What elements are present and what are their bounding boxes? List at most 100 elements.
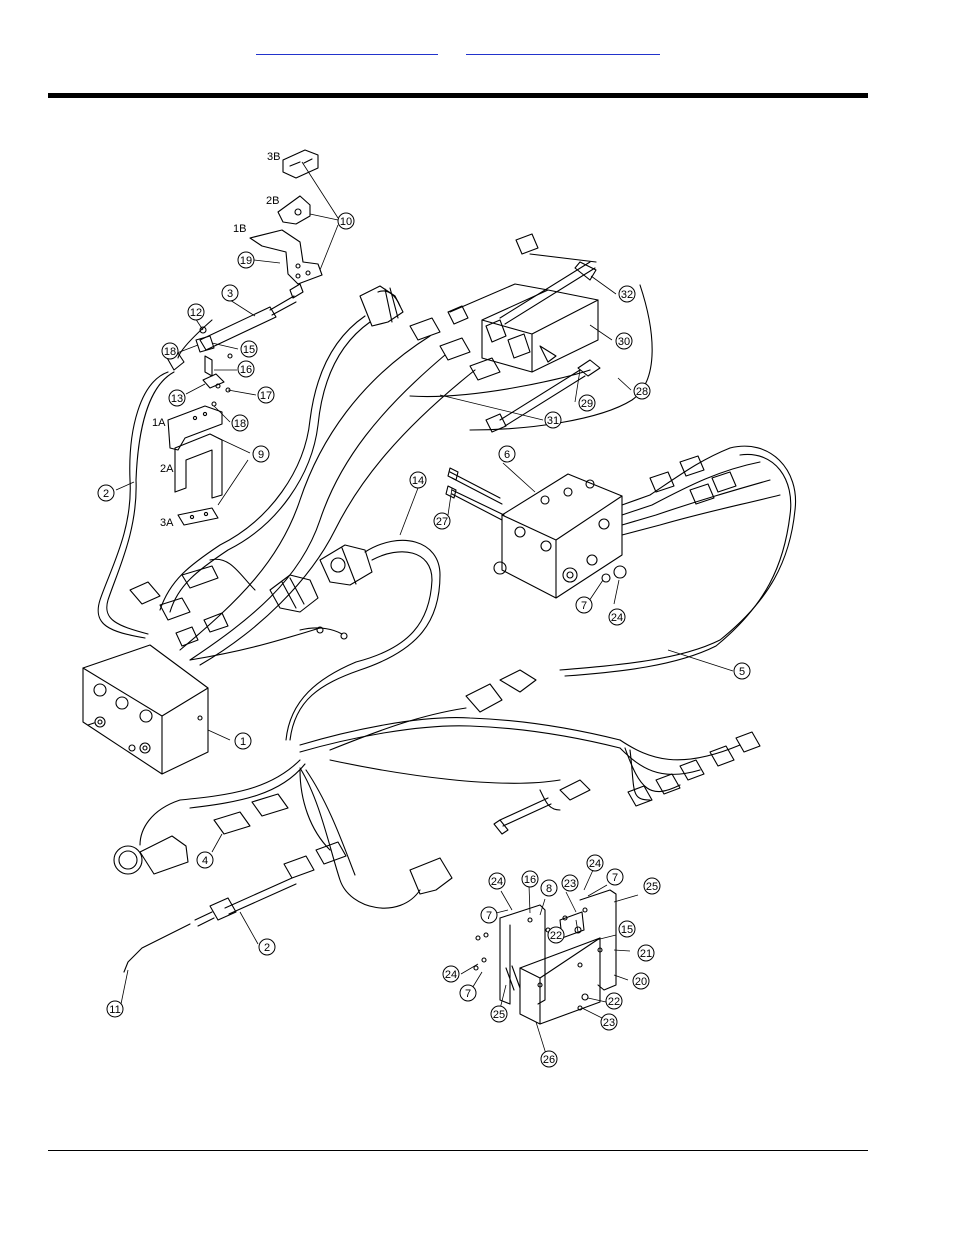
callout-number: 2 [264, 942, 270, 954]
callout-16: 16 [521, 870, 539, 888]
callout-circle [605, 992, 623, 1010]
callout-number: 26 [543, 1054, 555, 1066]
callout-7: 7 [480, 906, 498, 924]
callout-18: 18 [161, 342, 179, 360]
callout-circle [161, 342, 179, 360]
callout-circle [575, 596, 593, 614]
footer-rule [48, 1150, 868, 1151]
callout-circle [187, 303, 205, 321]
header-link-left[interactable] [256, 38, 438, 55]
callout-circle [521, 870, 539, 888]
callout-number: 1 [240, 736, 246, 748]
callout-number: 7 [612, 872, 618, 884]
callout-circle [540, 879, 558, 897]
sub-label-3b: 3B [267, 151, 280, 163]
callout-circle [578, 394, 596, 412]
callout-number: 3 [227, 288, 233, 300]
callout-8: 8 [540, 879, 558, 897]
callout-circle [643, 877, 661, 895]
drawing-linework [82, 149, 797, 1025]
callout-number: 22 [550, 930, 562, 942]
callout-circle [258, 938, 276, 956]
callout-number: 4 [202, 855, 208, 867]
callout-circle [600, 1013, 618, 1031]
callout-number: 2 [103, 488, 109, 500]
callout-22: 22 [547, 926, 565, 944]
callout-number: 11 [109, 1004, 120, 1016]
callout-3: 3 [221, 284, 239, 302]
callout-7: 7 [459, 984, 477, 1002]
callout-number: 23 [603, 1017, 615, 1029]
callout-number: 23 [564, 878, 576, 890]
callout-number: 24 [589, 858, 601, 870]
callout-19: 19 [237, 251, 255, 269]
callout-13: 13 [168, 389, 186, 407]
callout-27: 27 [433, 512, 451, 530]
callout-circle [234, 732, 252, 750]
callout-number: 5 [739, 666, 745, 678]
callout-21: 21 [637, 944, 655, 962]
callout-circle [221, 284, 239, 302]
callout-number: 17 [260, 390, 272, 402]
callout-number: 15 [243, 344, 255, 356]
callout-circle [561, 874, 579, 892]
sub-label-2a: 2A [160, 463, 174, 475]
callout-circle [498, 445, 516, 463]
callout-32: 32 [618, 285, 636, 303]
callout-circle [540, 1050, 558, 1068]
callout-number: 16 [524, 874, 536, 886]
sub-label-2b: 2B [266, 195, 279, 207]
callout-29: 29 [578, 394, 596, 412]
callout-2: 2 [258, 938, 276, 956]
callout-23: 23 [600, 1013, 618, 1031]
callout-number: 30 [618, 336, 630, 348]
callout-7: 7 [575, 596, 593, 614]
callout-number: 15 [621, 924, 633, 936]
callout-23: 23 [561, 874, 579, 892]
callout-circle [433, 512, 451, 530]
callout-10: 10 [337, 212, 355, 230]
callout-number: 25 [493, 1009, 505, 1021]
callout-number: 24 [445, 969, 457, 981]
sub-label-3a: 3A [160, 517, 174, 529]
callout-18: 18 [231, 414, 249, 432]
callout-circle [97, 484, 115, 502]
callout-28: 28 [633, 382, 651, 400]
callout-number: 13 [171, 393, 183, 405]
callout-circle [733, 662, 751, 680]
callout-circle [106, 1000, 124, 1018]
callout-circle [618, 920, 636, 938]
header-link-right[interactable] [466, 38, 660, 55]
callout-number: 7 [465, 988, 471, 1000]
callout-circle [632, 972, 650, 990]
callout-number: 24 [611, 612, 623, 624]
callout-number: 32 [621, 289, 633, 301]
callout-number: 18 [164, 346, 176, 358]
callout-number: 6 [504, 449, 510, 461]
callout-circle [459, 984, 477, 1002]
callout-30: 30 [615, 332, 633, 350]
callout-circle [615, 332, 633, 350]
callout-number: 18 [234, 418, 246, 430]
callout-circle [547, 926, 565, 944]
sub-label-1a: 1A [152, 417, 166, 429]
callout-22: 22 [605, 992, 623, 1010]
callout-number: 7 [581, 600, 587, 612]
callout-number: 19 [240, 255, 252, 267]
callout-2: 2 [97, 484, 115, 502]
callout-number: 25 [646, 881, 658, 893]
callout-layer: 1223456777789101112131415151616171818192… [97, 212, 751, 1068]
callout-circle [257, 386, 275, 404]
callout-12: 12 [187, 303, 205, 321]
callout-circle [544, 411, 562, 429]
callout-number: 12 [190, 307, 202, 319]
callout-1: 1 [234, 732, 252, 750]
callout-6: 6 [498, 445, 516, 463]
callout-20: 20 [632, 972, 650, 990]
callout-number: 7 [486, 910, 492, 922]
callout-24: 24 [586, 854, 604, 872]
callout-circle [337, 212, 355, 230]
callout-circle [490, 1005, 508, 1023]
